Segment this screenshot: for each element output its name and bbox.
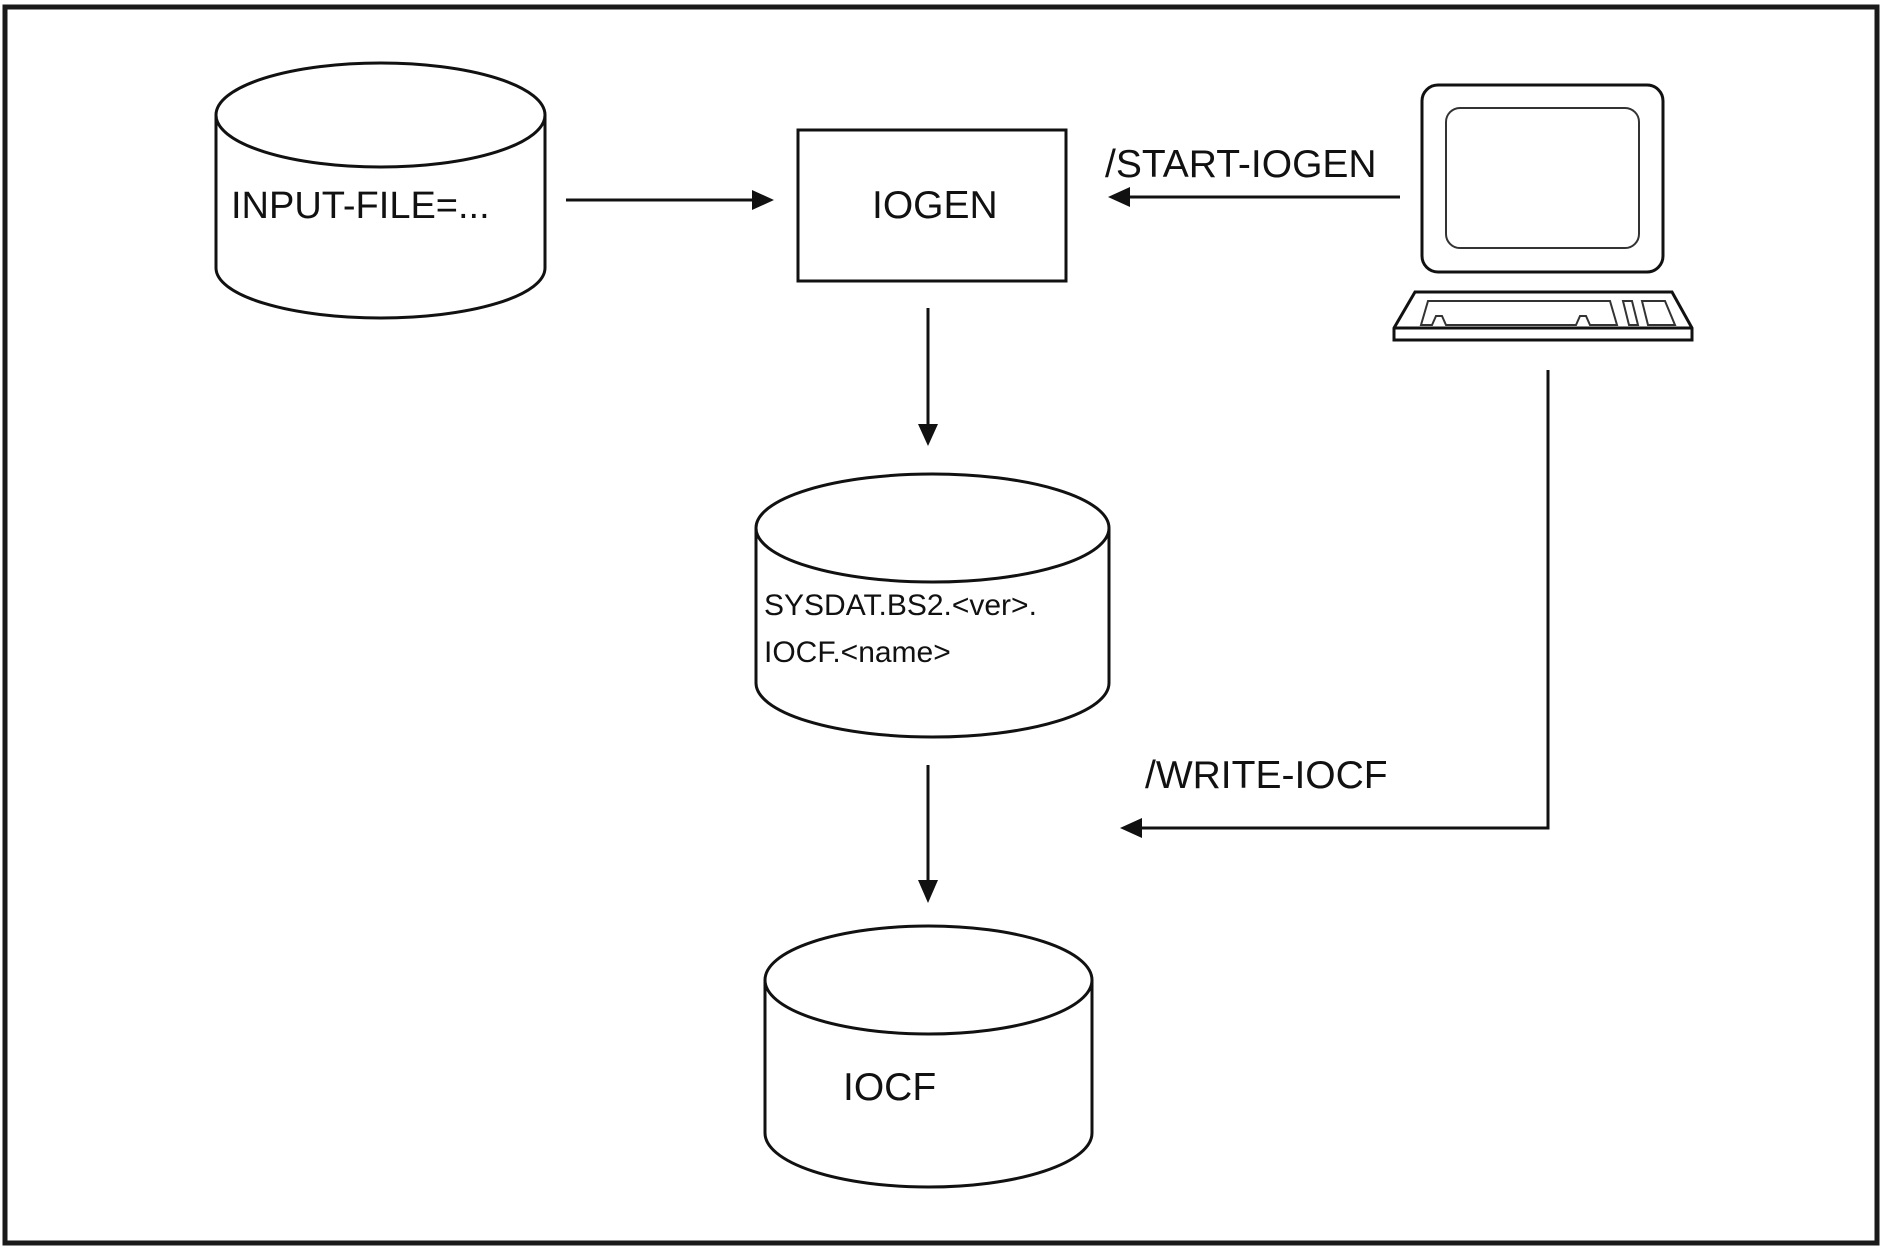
sysdat-label-line1: SYSDAT.BS2.<ver>. — [764, 589, 1037, 622]
sysdat-label-line2: IOCF.<name> — [764, 636, 951, 669]
cylinder-top — [754, 472, 1111, 584]
arrow-terminal-to-iogen: /START-IOGEN — [1105, 143, 1400, 207]
cylinder-top — [763, 924, 1094, 1036]
input-file-datastore: INPUT-FILE=... — [214, 61, 547, 320]
arrowhead-icon — [918, 424, 938, 446]
cylinder-top — [214, 61, 547, 169]
arrowhead-icon — [1108, 187, 1130, 207]
process-rect — [796, 128, 1068, 283]
start-iogen-label: /START-IOGEN — [1105, 143, 1377, 186]
keyboard-keys-main — [1419, 300, 1619, 326]
arrowhead-icon — [1120, 818, 1142, 838]
monitor-screen — [1445, 107, 1640, 249]
keyboard-keys-pad — [1640, 300, 1677, 326]
cylinder-body — [763, 980, 1094, 1189]
arrowhead-icon — [752, 190, 774, 210]
connector-line — [1138, 370, 1550, 830]
arrowhead-icon — [918, 880, 938, 903]
monitor-casing — [1420, 83, 1665, 274]
arrow-terminal-write-iocf: /WRITE-IOCF — [1120, 370, 1550, 838]
write-iocf-label: /WRITE-IOCF — [1145, 754, 1388, 797]
computer-terminal-icon — [1392, 83, 1694, 342]
keyboard-keys-small — [1621, 300, 1640, 326]
iogen-process-box: IOGEN — [796, 128, 1068, 283]
input-file-label: INPUT-FILE=... — [231, 185, 490, 227]
arrow-iogen-to-sysdat — [918, 308, 938, 446]
iocf-datastore: IOCF — [763, 924, 1094, 1189]
sysdat-datastore: SYSDAT.BS2.<ver>. IOCF.<name> — [754, 472, 1111, 739]
iocf-label: IOCF — [843, 1066, 936, 1109]
cylinder-body — [754, 528, 1111, 739]
cylinder-body — [214, 115, 547, 320]
arrow-input-to-iogen — [566, 190, 774, 210]
iogen-label: IOGEN — [872, 184, 998, 227]
arrow-sysdat-to-iocf — [918, 765, 938, 903]
